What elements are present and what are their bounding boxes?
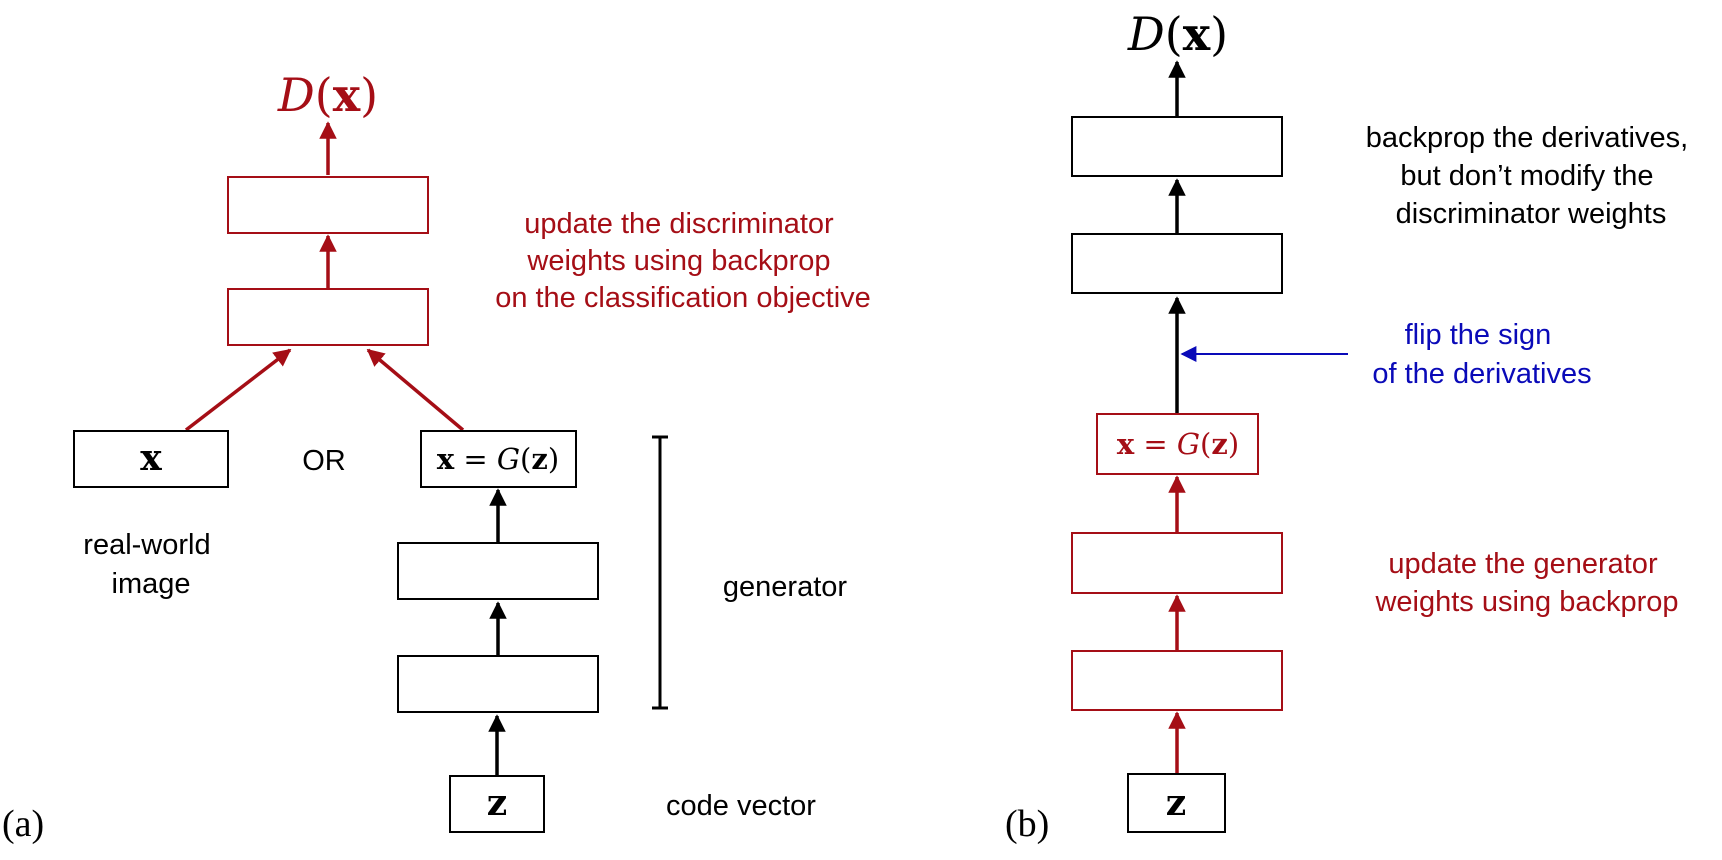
panel-a-code-vector-label: code vector: [666, 790, 816, 822]
panel-b-backprop-note-line-2: but don’t modify the: [1400, 160, 1653, 192]
panel-a-generator-label: generator: [723, 571, 847, 603]
panel-a-arrow-real-to-disc: [184, 348, 292, 432]
panel-a: D(x) x OR x = G(z) real-world image: [2, 68, 871, 845]
panel-a-generator-layer-top: [397, 542, 599, 600]
panel-b-generated-input-box: [1096, 413, 1259, 475]
panel-a-output-label: D(x): [277, 68, 378, 122]
panel-a-real-caption: real-world image: [83, 529, 218, 600]
panel-b-backprop-note-line-3: discriminator weights: [1396, 198, 1667, 230]
panel-a-arrow-gen-to-disc: [366, 348, 465, 432]
panel-b-code-input-label: z: [1166, 782, 1186, 824]
panel-b-generator-layer-bottom: [1071, 650, 1283, 711]
panel-a-discriminator-note: update the discriminator weights using b…: [495, 208, 871, 314]
panel-a-discriminator-note-line-1: update the discriminator: [524, 208, 834, 240]
panel-a-discriminator-layer-bottom: [227, 288, 429, 346]
panel-b-discriminator-layer-top: [1071, 116, 1283, 177]
panel-b-discriminator-layer-bottom: [1071, 233, 1283, 294]
panel-a-label: (a): [2, 803, 44, 845]
panel-b-flip-note-line-1: flip the sign: [1405, 319, 1552, 351]
panel-a-real-caption-line-2: image: [112, 568, 191, 600]
panel-b-backprop-note-line-1: backprop the derivatives,: [1366, 122, 1688, 154]
panel-b-generator-note: update the generator weights using backp…: [1374, 548, 1678, 618]
panel-a-or-label: OR: [302, 445, 346, 477]
panel-a-discriminator-note-line-2: weights using backprop: [526, 245, 830, 277]
panel-a-generator-layer-bottom: [397, 655, 599, 713]
panel-b-generator-note-line-1: update the generator: [1388, 548, 1658, 580]
panel-b-code-input-box: [1127, 773, 1226, 833]
panel-b-label: (b): [1005, 803, 1049, 845]
panel-b-generator-note-line-2: weights using backprop: [1374, 586, 1678, 618]
panel-a-generated-input-label: x = G(z): [437, 442, 559, 476]
panel-a-code-input-box: [449, 775, 545, 833]
panel-b: D(x) x = G(z) z backprop the derivatives…: [1005, 7, 1696, 845]
panel-a-real-caption-line-1: real-world: [83, 529, 210, 561]
panel-a-discriminator-layer-top: [227, 176, 429, 234]
panel-a-code-input-label: z: [487, 782, 507, 824]
panel-b-flip-note-line-2: of the derivatives: [1372, 358, 1591, 390]
panel-a-real-input-box: [73, 430, 229, 488]
panel-a-discriminator-note-line-3: on the classification objective: [495, 282, 871, 314]
panel-b-backprop-note: backprop the derivatives, but don’t modi…: [1366, 122, 1696, 230]
panel-a-real-input-label: x: [140, 437, 162, 479]
panel-b-generated-input-label: x = G(z): [1117, 427, 1239, 461]
panel-b-generator-layer-top: [1071, 532, 1283, 594]
panel-b-flip-note: flip the sign of the derivatives: [1372, 319, 1591, 390]
panel-b-output-label: D(x): [1127, 7, 1228, 61]
panel-a-generated-input-box: [420, 430, 577, 488]
